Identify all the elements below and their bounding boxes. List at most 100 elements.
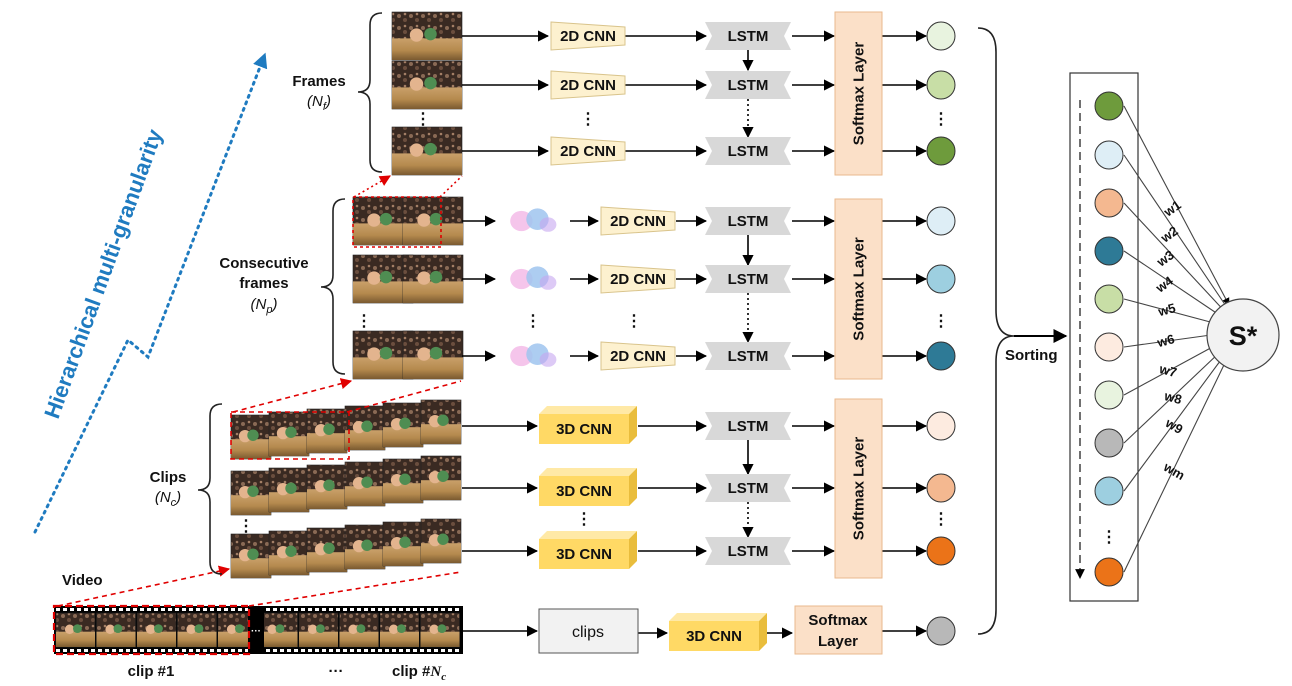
frames-thumb-ellipsis: ⋮ bbox=[415, 111, 431, 128]
red-connector-clips-consecutive-1 bbox=[232, 378, 353, 413]
frames-lstm-2: LSTM bbox=[705, 71, 791, 99]
weight-line-4 bbox=[1123, 250, 1230, 322]
clips-3d-cnn-3: 3D CNN bbox=[539, 531, 637, 569]
clips-brace bbox=[197, 403, 223, 575]
filmstrip-frame bbox=[379, 612, 420, 648]
cnn3d-label: 3D CNN bbox=[556, 546, 612, 563]
red-connector-video-clips-1 bbox=[57, 565, 231, 607]
consecutive-2d-cnn-2: 2D CNN bbox=[600, 264, 676, 294]
clip-n-label: clip #Nc bbox=[392, 663, 446, 683]
weight-line-2 bbox=[1123, 154, 1230, 312]
clip-stack-2-frame bbox=[306, 464, 348, 510]
softmax-label: Softmax Layer bbox=[851, 437, 868, 541]
video-softmax-line1: Softmax bbox=[808, 612, 868, 629]
clip-stack-3-frame bbox=[382, 521, 424, 567]
consecutive-stack-3 bbox=[352, 330, 464, 380]
lstm-label: LSTM bbox=[728, 77, 769, 94]
frame-thumb-3 bbox=[391, 126, 463, 176]
consecutive-lstm-3: LSTM bbox=[705, 342, 791, 370]
cnn2d-label: 2D CNN bbox=[610, 213, 666, 230]
consecutive-2d-cnn-3: 2D CNN bbox=[600, 341, 676, 371]
consecutive-score-2 bbox=[926, 264, 956, 294]
frames-lstm-3: LSTM bbox=[705, 137, 791, 165]
clip-stack-1-frame bbox=[268, 411, 310, 457]
sorted-score-10 bbox=[1094, 557, 1124, 587]
frames-2d-cnn-3: 2D CNN bbox=[550, 136, 626, 166]
weight-label-5: w5 bbox=[1156, 300, 1178, 319]
clips-thumb-ellipsis: ⋮ bbox=[238, 518, 254, 535]
consecutive-highlight bbox=[352, 196, 442, 248]
clip-stack-1-frame bbox=[382, 402, 424, 448]
clip-stack-2-frame bbox=[344, 461, 386, 507]
optical-flow-1 bbox=[499, 203, 569, 239]
consecutive-stack-1 bbox=[352, 196, 464, 246]
clip-stack-1-frame bbox=[420, 399, 462, 445]
consecutive-score-ellipsis: ⋮ bbox=[933, 313, 949, 330]
red-connector-clips-consecutive-2 bbox=[346, 380, 462, 413]
weight-label-8: w8 bbox=[1162, 388, 1184, 407]
video-filmstrip: ··· bbox=[54, 606, 463, 654]
lstm-label: LSTM bbox=[728, 213, 769, 230]
frames-softmax: Softmax Layer bbox=[834, 11, 883, 176]
clip-highlight bbox=[230, 411, 350, 460]
clips-3d-cnn-2: 3D CNN bbox=[539, 468, 637, 506]
frames-score-1 bbox=[926, 21, 956, 51]
clip-stack-3-frame bbox=[268, 530, 310, 576]
weight-line-1 bbox=[1123, 105, 1230, 306]
frames-brace bbox=[357, 12, 383, 173]
level-labels: Frames (Nf) Consecutive frames (Np) Clip… bbox=[62, 73, 346, 589]
consecutive-brace bbox=[320, 198, 346, 375]
weight-label-10: wm bbox=[1160, 459, 1187, 483]
clip-stack-2 bbox=[230, 455, 462, 516]
frames-label: Frames bbox=[292, 73, 345, 90]
consecutive-score-3 bbox=[926, 341, 956, 371]
filmstrip-frame bbox=[339, 612, 379, 648]
consecutive-stack-3-frame bbox=[402, 330, 464, 380]
filmstrip-frame bbox=[258, 612, 298, 648]
cnn3d-label: 3D CNN bbox=[556, 483, 612, 500]
consecutive-score-1 bbox=[926, 206, 956, 236]
cnn2d-label: 2D CNN bbox=[610, 271, 666, 288]
weight-line-3 bbox=[1123, 202, 1230, 317]
cnn3d-label: 3D CNN bbox=[686, 628, 742, 645]
weight-label-7: w7 bbox=[1157, 361, 1179, 380]
clip-stack-1 bbox=[230, 399, 462, 460]
clip-stack-1-frame bbox=[306, 408, 348, 454]
weight-label-3: w3 bbox=[1153, 247, 1177, 270]
clips-score-1 bbox=[926, 411, 956, 441]
sorted-score-9 bbox=[1094, 476, 1124, 506]
clip-1-label: clip #1 bbox=[128, 663, 175, 680]
red-connector-consecutive-frames-1 bbox=[353, 175, 391, 198]
consecutive-flow-ellipsis: ⋮ bbox=[525, 313, 541, 330]
clips-score-ellipsis: ⋮ bbox=[933, 511, 949, 528]
clips-softmax: Softmax Layer bbox=[834, 398, 883, 579]
sorting-label: Sorting bbox=[1005, 347, 1058, 364]
clips-label: Clips bbox=[150, 469, 187, 486]
filmstrip-frame bbox=[136, 612, 177, 648]
hierarchy-arrow bbox=[33, 52, 268, 534]
frame-thumb-1 bbox=[391, 11, 463, 61]
cnn2d-label: 2D CNN bbox=[560, 77, 616, 94]
sorting-brace bbox=[977, 27, 1015, 635]
clips-count: (Nc) bbox=[155, 489, 181, 509]
clips-cnn-ellipsis: ⋮ bbox=[576, 511, 592, 528]
filmstrip-frame bbox=[96, 612, 136, 648]
red-connector-consecutive-frames-2 bbox=[439, 175, 463, 198]
final-score-label: S* bbox=[1229, 321, 1258, 351]
filmstrip-frame bbox=[298, 612, 339, 648]
softmax-label: Softmax Layer bbox=[851, 237, 868, 341]
weight-label-1: w1 bbox=[1160, 197, 1184, 220]
sorted-score-4 bbox=[1094, 236, 1124, 266]
consecutive-stack-2 bbox=[352, 254, 464, 304]
filmstrip-frame bbox=[420, 612, 460, 648]
clips-3d-cnn-1: 3D CNN bbox=[539, 406, 637, 444]
clip-stack-2-frame bbox=[268, 467, 310, 513]
red-connector-video-clips-2 bbox=[248, 571, 462, 607]
sorted-score-1 bbox=[1094, 91, 1124, 121]
clips-box: clips bbox=[538, 608, 639, 654]
consecutive-lstm-1: LSTM bbox=[705, 207, 791, 235]
frame-thumb-2 bbox=[391, 60, 463, 110]
